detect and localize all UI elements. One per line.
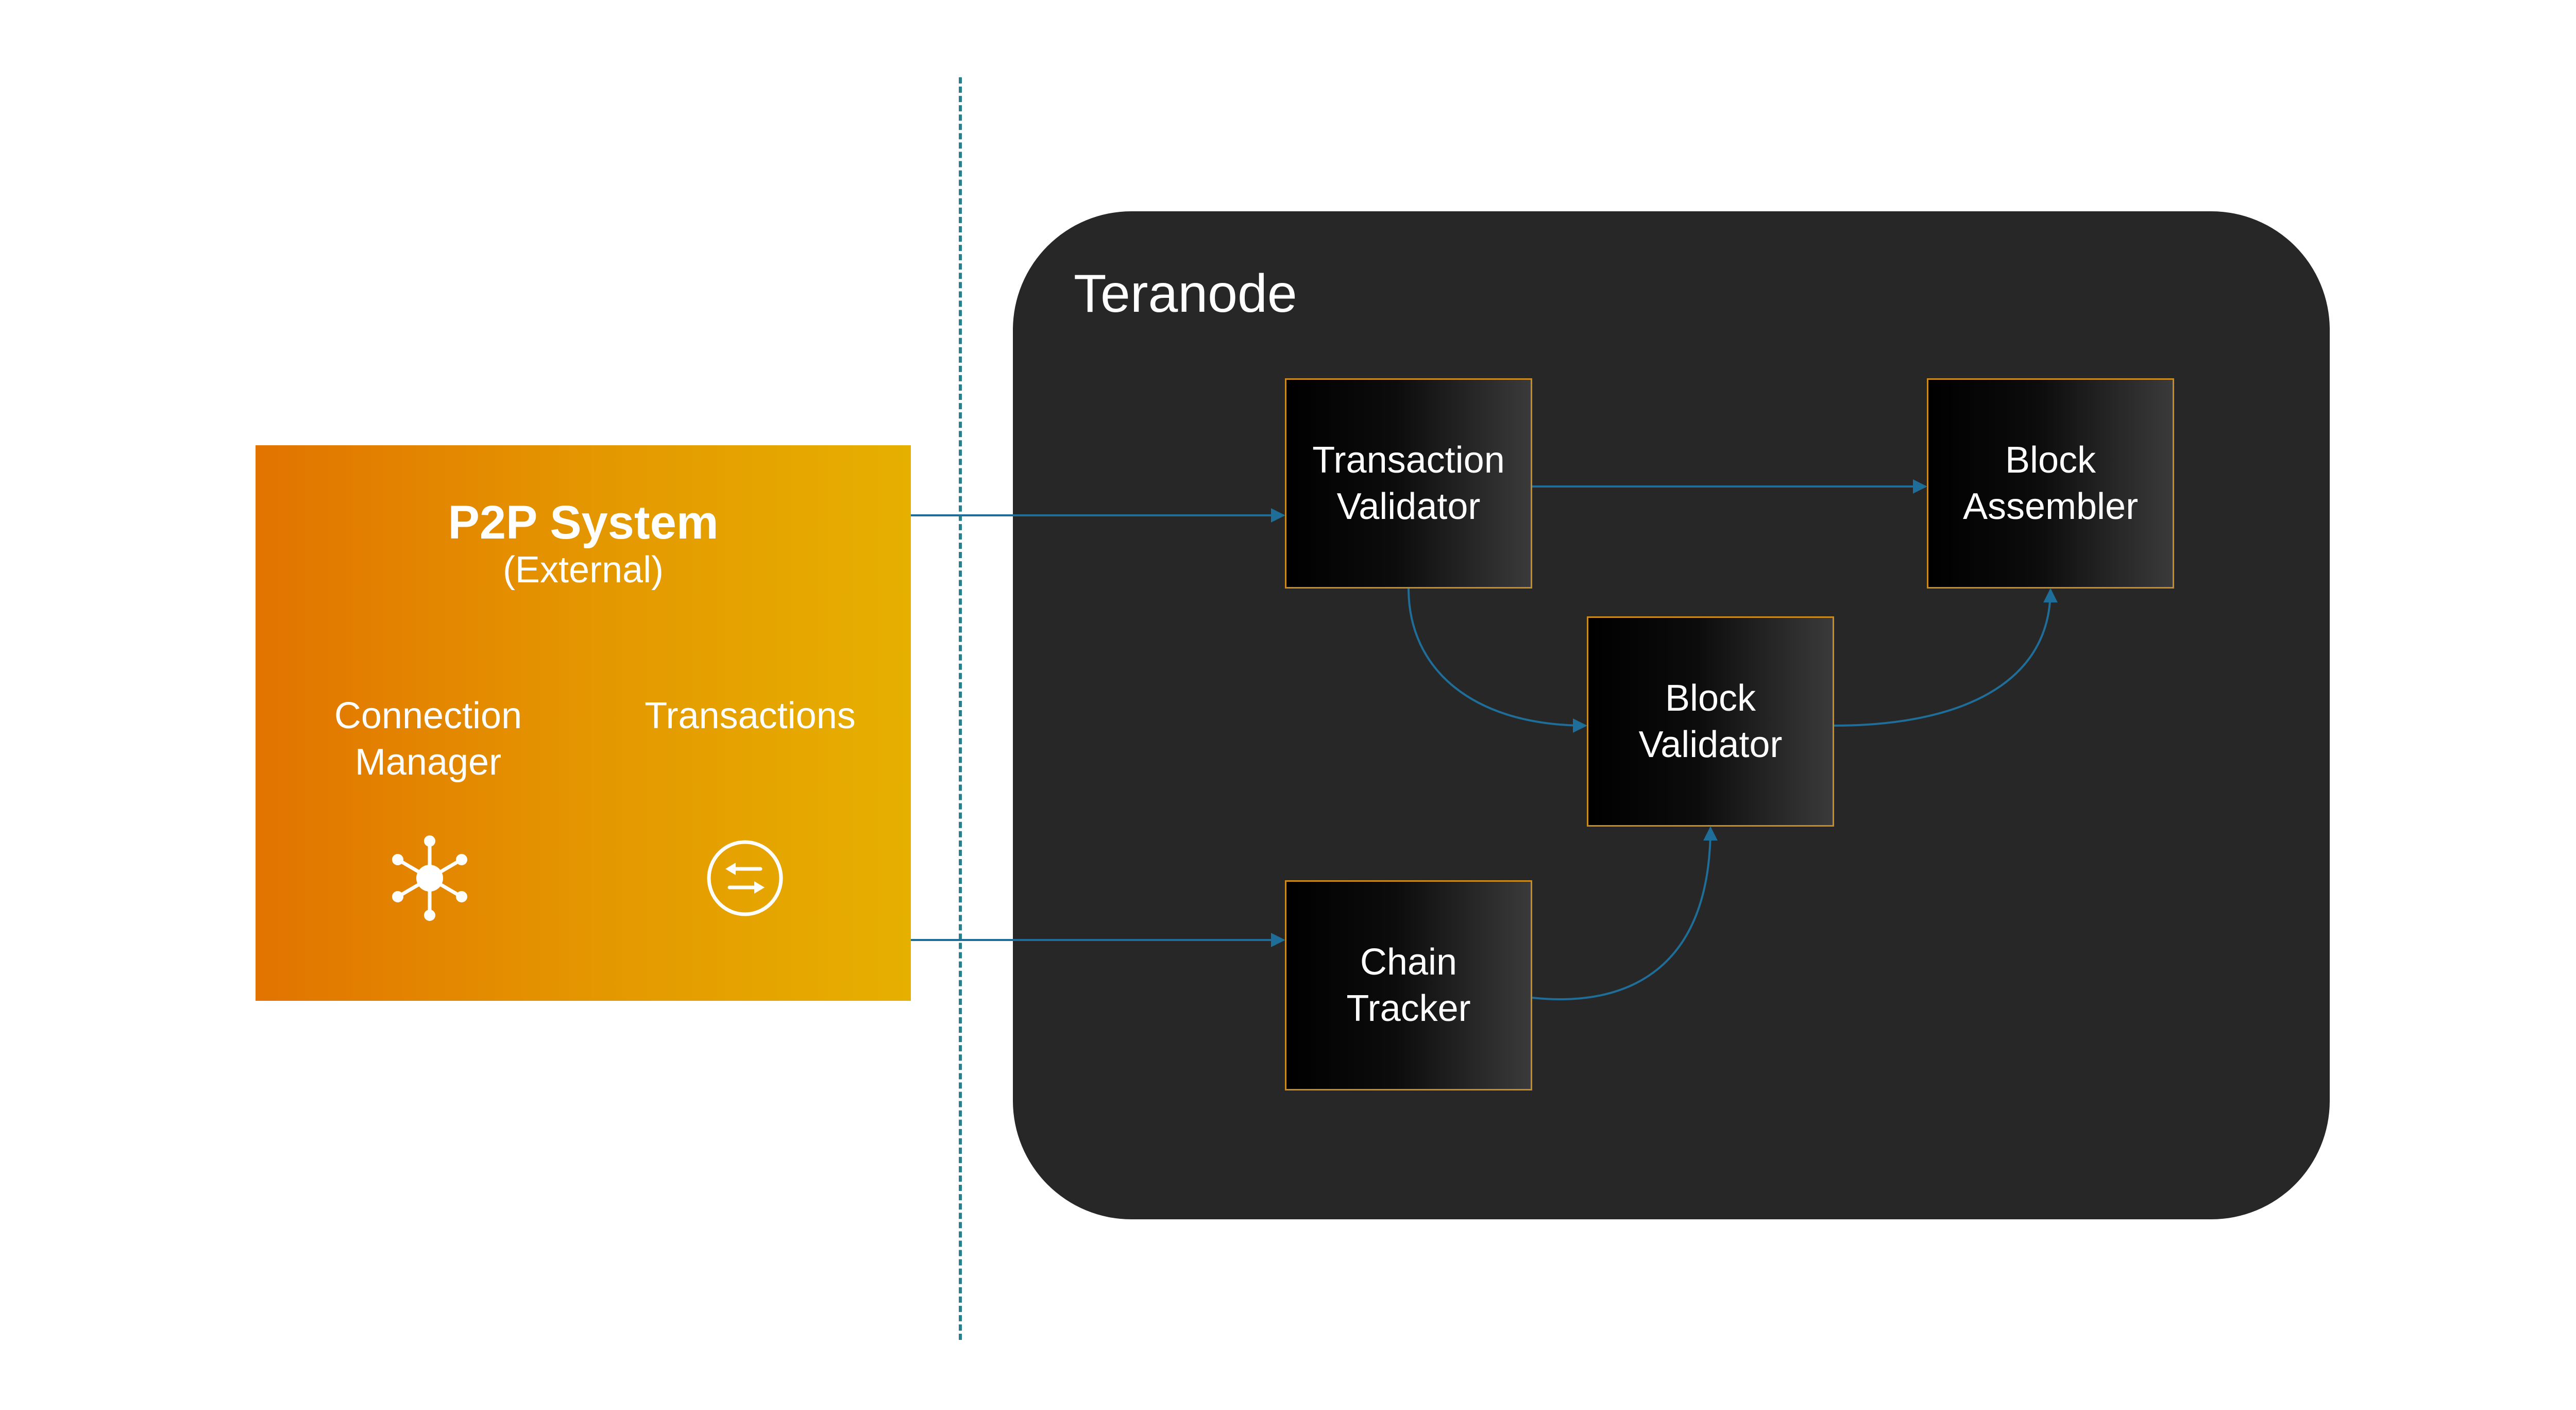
transactions-label: Transactions bbox=[645, 695, 856, 736]
transaction-validator-label: Transaction Validator bbox=[1312, 440, 1505, 527]
block-assembler-box: Block Assembler bbox=[1927, 378, 2174, 589]
network-hub-icon bbox=[378, 827, 481, 930]
chain-tracker-label: Chain Tracker bbox=[1346, 942, 1471, 1029]
p2p-system-title: P2P System bbox=[448, 496, 719, 549]
p2p-system-subtitle: (External) bbox=[502, 549, 664, 591]
p2p-system-box: P2P System (External) Connection Manager… bbox=[256, 445, 911, 1001]
block-assembler-label: Block Assembler bbox=[1962, 440, 2139, 527]
block-validator-box: Block Validator bbox=[1587, 616, 1834, 827]
chain-tracker-box: Chain Tracker bbox=[1285, 880, 1532, 1090]
teranode-title: Teranode bbox=[1074, 264, 1297, 324]
transaction-validator-box: Transaction Validator bbox=[1285, 378, 1532, 589]
block-validator-label: Block Validator bbox=[1638, 678, 1783, 765]
connection-manager-label: Connection Manager bbox=[334, 695, 522, 783]
swap-arrows-icon bbox=[693, 827, 796, 930]
system-boundary-line bbox=[959, 77, 962, 1340]
